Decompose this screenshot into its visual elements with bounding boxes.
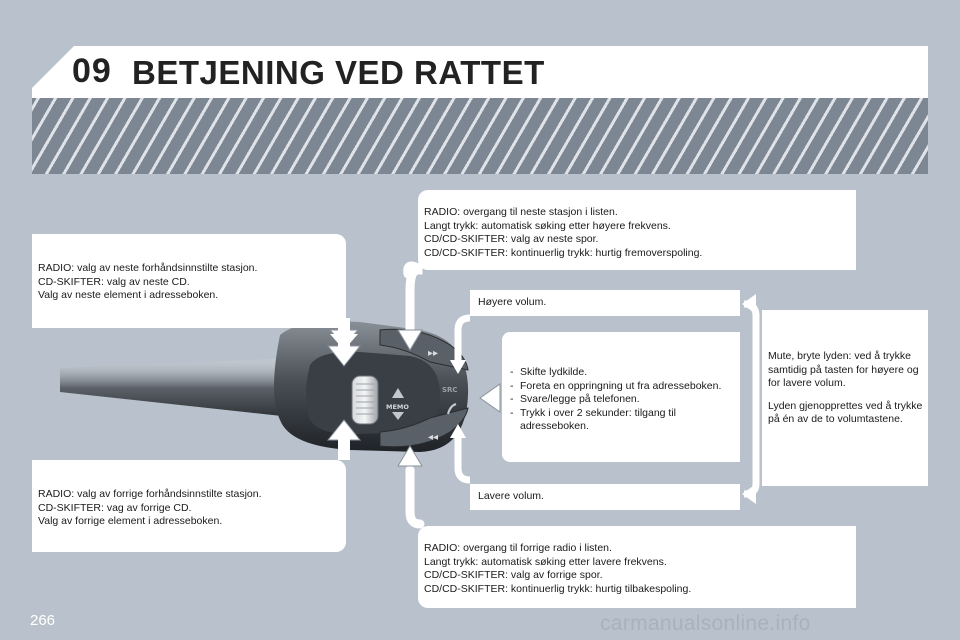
- header-bar: [32, 46, 928, 98]
- phone-icon: [447, 403, 457, 415]
- decorative-stripe-band: [32, 98, 928, 174]
- mute-arrow-down-icon: [742, 484, 756, 504]
- wheel-down-arrow-shaft: [338, 326, 350, 348]
- memo-label: MEMO: [386, 403, 409, 411]
- mute-paragraph: Mute, bryte lyden: ved å trykke samtidig…: [768, 350, 919, 389]
- list-item: Trykk i over 2 sekunder: tilgang til adr…: [508, 407, 734, 434]
- text-line: CD-SKIFTER: vag av forrige CD.: [38, 501, 192, 514]
- thumbwheel[interactable]: [351, 375, 379, 425]
- text-line: Langt trykk: automatisk søking etter lav…: [424, 555, 667, 568]
- info-box-previous-preset: RADIO: valg av forrige forhåndsinnstilte…: [32, 460, 346, 552]
- memo-up-icon: [392, 388, 404, 398]
- previous-button[interactable]: [379, 407, 469, 448]
- mute-arrow-up-icon: [742, 294, 756, 314]
- connector-vol-down: [454, 436, 471, 484]
- list-item: Skifte lydkilde.: [508, 366, 734, 380]
- list-item: Foreta en oppringning ut fra adresseboke…: [508, 380, 734, 394]
- page-number: 266: [30, 612, 56, 629]
- rewind-icon: ◂◂: [428, 432, 438, 443]
- next-arrow-icon: [397, 329, 423, 351]
- connector-prev: [405, 465, 425, 529]
- text-line: CD/CD-SKIFTER: valg av neste spor.: [424, 233, 599, 245]
- info-box-next-station: RADIO: overgang til neste stasjon i list…: [418, 190, 856, 270]
- src-arrow-icon: [479, 383, 501, 413]
- text-line: RADIO: overgang til neste stasjon i list…: [424, 206, 618, 218]
- info-box-volume-down: Lavere volum.: [470, 484, 740, 510]
- vol-up-arrow-icon: [450, 360, 466, 374]
- page-title: BETJENING VED RATTET: [132, 54, 545, 91]
- text-line: CD/CD-SKIFTER: valg av forrige spor.: [424, 569, 603, 581]
- text-line: RADIO: valg av forrige forhåndsinnstilte…: [38, 488, 262, 500]
- text-line: CD/CD-SKIFTER: kontinuerlig trykk: hurti…: [424, 246, 703, 259]
- info-box-next-preset: RADIO: valg av neste forhåndsinnstilte s…: [32, 234, 346, 328]
- thumbwheel-ridges: [356, 383, 374, 415]
- text-line: CD-SKIFTER: valg av neste CD.: [38, 275, 190, 288]
- info-box-source-phone: Skifte lydkilde. Foreta en oppringning u…: [502, 332, 740, 462]
- stalk-shaft: [60, 358, 300, 418]
- text-line: CD/CD-SKIFTER: kontinuerlig trykk: hurti…: [424, 582, 692, 595]
- restore-paragraph: Lyden gjenopprettes ved å trykke på én a…: [768, 399, 923, 426]
- list-item: Svare/legge på telefonen.: [508, 393, 734, 407]
- vol-down-arrow-icon: [450, 424, 466, 438]
- fast-forward-icon: ▸▸: [428, 348, 438, 359]
- text-line: Valg av neste element i adresseboken.: [38, 289, 219, 301]
- info-box-mute: Mute, bryte lyden: ved å trykke samtidig…: [762, 310, 928, 486]
- chapter-number: 09: [72, 52, 112, 90]
- source-phone-list: Skifte lydkilde. Foreta en oppringning u…: [508, 366, 734, 434]
- connector-vol-up: [454, 314, 471, 362]
- text-line: RADIO: valg av neste forhåndsinnstilte s…: [38, 262, 258, 274]
- text-line: Langt trykk: automatisk søking etter høy…: [424, 219, 671, 232]
- connector-next: [403, 261, 423, 335]
- src-label: SRC: [442, 386, 458, 394]
- info-box-previous-station: RADIO: overgang til forrige radio i list…: [418, 526, 856, 608]
- memo-down-icon: [392, 412, 404, 420]
- info-box-volume-up: Høyere volum.: [470, 290, 740, 316]
- watermark: carmanualsonline.info: [600, 612, 811, 635]
- wheel-up-arrow-shaft: [338, 438, 350, 460]
- mute-bracket: [743, 300, 760, 498]
- prev-arrow-icon: [397, 445, 423, 467]
- text-line: Valg av forrige element i adresseboken.: [38, 515, 223, 527]
- text-line: RADIO: overgang til forrige radio i list…: [424, 542, 612, 554]
